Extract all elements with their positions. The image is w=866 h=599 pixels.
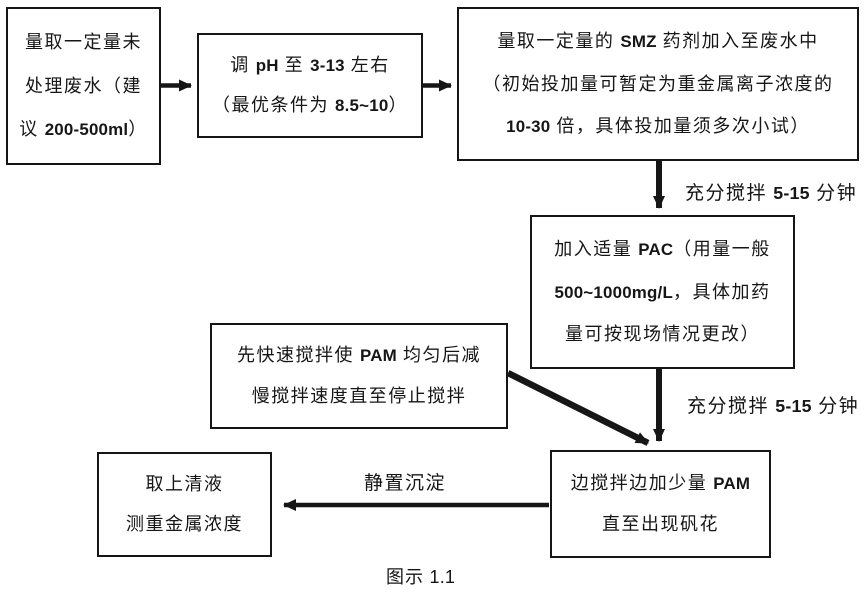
arrow-pammix-to-pam (506, 370, 650, 446)
flow-box-take-supernatant: 取上清液 测重金属浓度 (97, 452, 272, 557)
box-text-line: 量取一定量未 (25, 31, 142, 52)
flow-box-measure-wastewater: 量取一定量未 处理废水（建 议 200-500ml） (6, 7, 161, 165)
box-text-line: 慢搅拌速度直至停止搅拌 (251, 386, 467, 407)
box-text-line: 议 200-500ml） (19, 119, 148, 140)
flow-box-pam-mixing: 先快速搅拌使 PAM 均匀后减 慢搅拌速度直至停止搅拌 (210, 323, 508, 429)
figure-caption: 图示 1.1 (386, 567, 456, 587)
edge-label-settle: 静置沉淀 (364, 473, 447, 494)
box-text-line: （初始投加量可暂定为重金属离子浓度的 (482, 73, 834, 94)
box-text-line: 500~1000mg/L，具体加药 (554, 281, 771, 302)
edge-label-stir-2: 充分搅拌 5-15 分钟 (687, 396, 860, 417)
box-text-line: 先快速搅拌使 PAM 均匀后减 (237, 345, 481, 366)
flow-box-add-smz: 量取一定量的 SMZ 药剂加入至废水中 （初始投加量可暂定为重金属离子浓度的 1… (457, 7, 859, 161)
box-text-line: 测重金属浓度 (126, 514, 243, 535)
box-text-line: 量可按现场情况更改） (565, 324, 760, 345)
box-text-line: 调 pH 至 3-13 左右 (230, 54, 390, 75)
box-text-line: 取上清液 (145, 473, 224, 494)
box-text-line: 量取一定量的 SMZ 药剂加入至废水中 (497, 30, 819, 51)
box-text-line: 直至出现矾花 (602, 514, 719, 535)
edge-label-stir-1: 充分搅拌 5-15 分钟 (685, 183, 858, 204)
box-text-line: 10-30 倍，具体投加量须多次小试） (506, 116, 810, 137)
flow-box-adjust-ph: 调 pH 至 3-13 左右 （最优条件为 8.5~10） (197, 33, 423, 138)
flow-box-add-pam: 边搅拌边加少量 PAM 直至出现矾花 (550, 450, 771, 558)
box-text-line: 加入适量 PAC（用量一般 (554, 238, 771, 259)
box-text-line: （最优条件为 8.5~10） (212, 95, 408, 116)
flow-box-add-pac: 加入适量 PAC（用量一般 500~1000mg/L，具体加药 量可按现场情况更… (530, 215, 795, 369)
box-text-line: 边搅拌边加少量 PAM (570, 472, 751, 493)
box-text-line: 处理废水（建 (25, 75, 142, 96)
